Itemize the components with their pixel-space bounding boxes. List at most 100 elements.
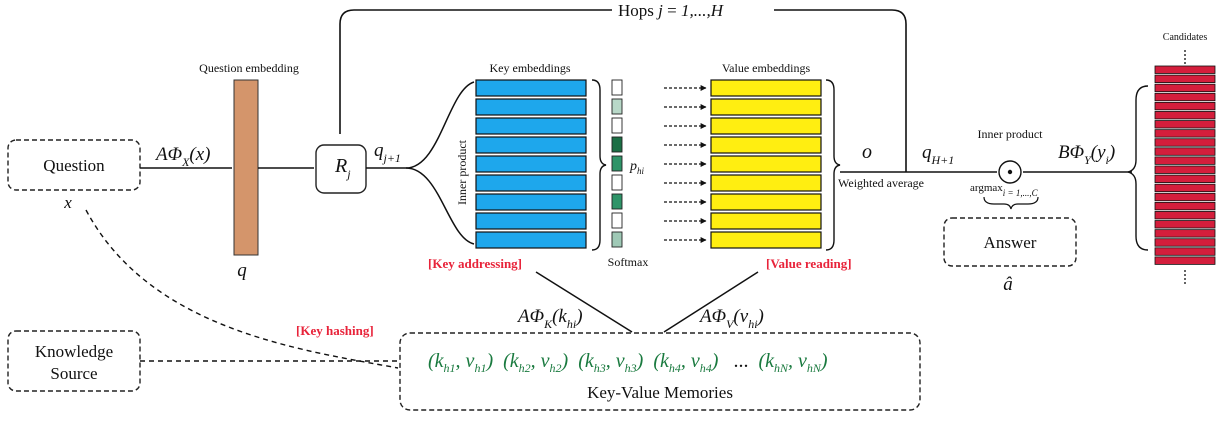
key-embedding-row [475, 231, 587, 249]
softmax-label: Softmax [608, 255, 649, 269]
candidate-row [1154, 229, 1216, 238]
key-embedding-row [475, 79, 587, 97]
dotted-arrows [664, 85, 707, 243]
controller-label: Rj [334, 155, 351, 181]
value-brace [825, 79, 841, 251]
hops-label: Hops j = 1,...,H [618, 1, 725, 20]
phi-k-label: AΦK(khi) [516, 306, 583, 331]
softmax-cells [611, 79, 623, 248]
candidate-row [1154, 65, 1216, 74]
value-embeddings-stack [710, 79, 822, 249]
candidates-brace [1127, 85, 1149, 251]
memory-to-value-arrow [663, 271, 759, 333]
key-hashing-label: [Key hashing] [296, 323, 374, 338]
candidate-row [1154, 92, 1216, 102]
question-label: Question [43, 156, 105, 175]
softmax-cell [611, 117, 623, 134]
key-embedding-row [475, 136, 587, 154]
candidate-row [1154, 247, 1216, 256]
candidate-row [1154, 220, 1216, 229]
candidate-row [1154, 120, 1216, 129]
output-o-label: o [862, 141, 872, 163]
value-embedding-row [710, 212, 822, 230]
phi-v-label: AΦV(vhi) [698, 306, 764, 331]
inner-product-final-label: Inner product [978, 127, 1044, 141]
softmax-cell [611, 212, 623, 229]
candidate-row [1154, 238, 1216, 247]
value-embedding-row [710, 79, 822, 97]
candidate-row [1154, 156, 1216, 165]
candidate-row [1154, 147, 1216, 156]
phi-y-label: BΦY(yi) [1058, 142, 1115, 167]
value-embedding-row [710, 231, 822, 249]
question-embedding-title: Question embedding [199, 61, 299, 75]
key-embedding-row [475, 212, 587, 230]
candidate-row [1154, 138, 1216, 147]
knowledge-source-line2: Source [50, 364, 97, 383]
key-embedding-row [475, 98, 587, 116]
question-embedding-bar [233, 79, 259, 256]
p-hi-label: phi [629, 159, 645, 176]
softmax-cell [611, 155, 623, 172]
memory-pairs: (kh1, vh1) (kh2, vh2) (kh3, vh3) (kh4, v… [428, 350, 828, 375]
question-box [7, 139, 141, 191]
answer-variable: â [1003, 274, 1013, 295]
argmax-label: argmaxi = 1,...,C [970, 182, 1039, 198]
key-embedding-row [475, 117, 587, 135]
value-embedding-row [710, 174, 822, 192]
key-brace [591, 79, 607, 251]
candidates-stack [1154, 65, 1216, 265]
softmax-cell [611, 98, 623, 115]
candidate-row [1154, 129, 1216, 138]
key-embeddings-stack [475, 79, 587, 249]
softmax-cell [611, 193, 623, 210]
knowledge-source-line1: Knowledge [35, 342, 113, 361]
answer-box [943, 217, 1077, 267]
fan-out-top-arrow [405, 81, 475, 169]
candidate-row [1154, 174, 1216, 183]
key-addressing-label: [Key addressing] [428, 256, 522, 271]
key-embedding-row [475, 155, 587, 173]
candidate-row [1154, 201, 1216, 211]
candidate-row [1154, 101, 1216, 111]
value-embedding-row [710, 117, 822, 135]
q-next-label: qj+1 [374, 140, 401, 165]
argmax-brace [983, 196, 1039, 210]
key-value-memories-label: Key-Value Memories [587, 383, 733, 402]
softmax-cell [611, 231, 623, 248]
memory-to-key-arrow [535, 271, 633, 333]
value-embedding-row [710, 155, 822, 173]
value-reading-label: [Value reading] [766, 256, 852, 271]
question-embedding-variable: q [237, 260, 247, 281]
fan-out-bottom-arrow [405, 167, 475, 245]
candidate-row [1154, 83, 1216, 93]
key-value-memories-box [399, 332, 921, 411]
weighted-average-label: Weighted average [838, 176, 924, 190]
dot-product-center [1007, 169, 1013, 175]
softmax-cell [611, 136, 623, 153]
value-embeddings-title: Value embeddings [722, 61, 811, 75]
key-embedding-row [475, 174, 587, 192]
candidates-title: Candidates [1163, 32, 1208, 43]
softmax-cell [611, 174, 623, 191]
phi-x-label: AΦX(x) [154, 144, 211, 169]
key-embeddings-title: Key embeddings [490, 61, 571, 75]
q-final-label: qH+1 [922, 142, 954, 167]
knowledge-source-box [7, 330, 141, 392]
candidate-row [1154, 111, 1216, 120]
candidate-row [1154, 74, 1216, 83]
answer-label: Answer [984, 233, 1037, 252]
candidate-row [1154, 256, 1216, 265]
question-to-memory-dashed-arrow [85, 209, 399, 369]
value-embedding-row [710, 136, 822, 154]
candidate-row [1154, 165, 1216, 174]
candidate-row [1154, 192, 1216, 202]
key-embedding-row [475, 193, 587, 211]
candidate-row [1154, 183, 1216, 193]
candidate-row [1154, 211, 1216, 220]
value-embedding-row [710, 98, 822, 116]
value-embedding-row [710, 193, 822, 211]
softmax-cell [611, 79, 623, 96]
question-variable: x [63, 193, 72, 212]
